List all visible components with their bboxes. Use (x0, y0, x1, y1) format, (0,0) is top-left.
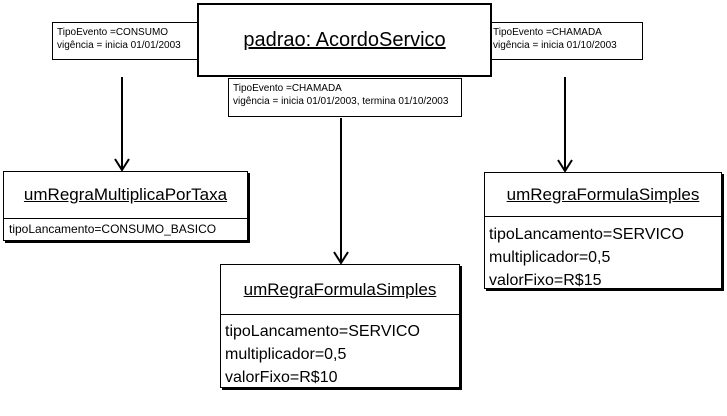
arrowhead-formula-right (557, 159, 573, 173)
arrowhead-formula-center (333, 251, 349, 265)
attribute-multiplicador: multiplicador=0,5 (225, 346, 347, 363)
note-chamada-right-validity: vigência = inicia 01/10/2003 (493, 40, 617, 51)
object-regra-multiplica-header: umRegraMultiplicaPorTaxa (4, 172, 247, 219)
object-regra-formula-right[interactable]: umRegraFormulaSimples tipoLancamento=SER… (484, 172, 722, 289)
note-chamada-right: TipoEvento =CHAMADA vigência = inicia 01… (488, 22, 643, 60)
note-chamada-right-event: TipoEvento =CHAMADA (493, 27, 602, 38)
object-regra-formula-center-header: umRegraFormulaSimples (221, 265, 459, 315)
attribute-multiplicador: multiplicador=0,5 (489, 249, 611, 266)
attribute-tipo-lancamento: tipoLancamento=SERVICO (225, 323, 420, 340)
note-chamada-center-event: TipoEvento =CHAMADA (233, 83, 342, 94)
acordo-servico-object[interactable]: padrao: AcordoServico (197, 3, 492, 77)
attribute-tipo-lancamento: tipoLancamento=SERVICO (489, 226, 684, 243)
arrowhead-multiplica (114, 158, 130, 172)
object-regra-formula-center-attributes: tipoLancamento=SERVICO multiplicador=0,5… (221, 315, 459, 387)
object-regra-multiplica-attributes: tipoLancamento=CONSUMO_BASICO (4, 219, 247, 240)
note-consumo: TipoEvento =CONSUMO vigência = inicia 01… (52, 22, 200, 60)
object-regra-multiplica[interactable]: umRegraMultiplicaPorTaxa tipoLancamento=… (3, 171, 248, 241)
attribute-valor-fixo: valorFixo=R$10 (225, 369, 338, 386)
attribute-tipo-lancamento: tipoLancamento=CONSUMO_BASICO (9, 222, 217, 236)
attribute-valor-fixo: valorFixo=R$15 (489, 272, 602, 289)
note-consumo-event: TipoEvento =CONSUMO (57, 27, 169, 38)
object-regra-formula-right-name: umRegraFormulaSimples (506, 184, 700, 204)
object-regra-formula-center[interactable]: umRegraFormulaSimples tipoLancamento=SER… (220, 264, 460, 388)
note-chamada-center: TipoEvento =CHAMADA vigência = inicia 01… (228, 78, 462, 117)
object-regra-formula-right-attributes: tipoLancamento=SERVICO multiplicador=0,5… (485, 217, 721, 289)
object-regra-formula-center-name: umRegraFormulaSimples (243, 279, 437, 299)
acordo-servico-name: padrao: AcordoServico (243, 28, 446, 51)
object-regra-formula-right-header: umRegraFormulaSimples (485, 173, 721, 217)
note-chamada-center-validity: vigência = inicia 01/01/2003, termina 01… (233, 96, 449, 107)
note-consumo-validity: vigência = inicia 01/01/2003 (57, 40, 181, 51)
object-regra-multiplica-name: umRegraMultiplicaPorTaxa (23, 185, 228, 204)
